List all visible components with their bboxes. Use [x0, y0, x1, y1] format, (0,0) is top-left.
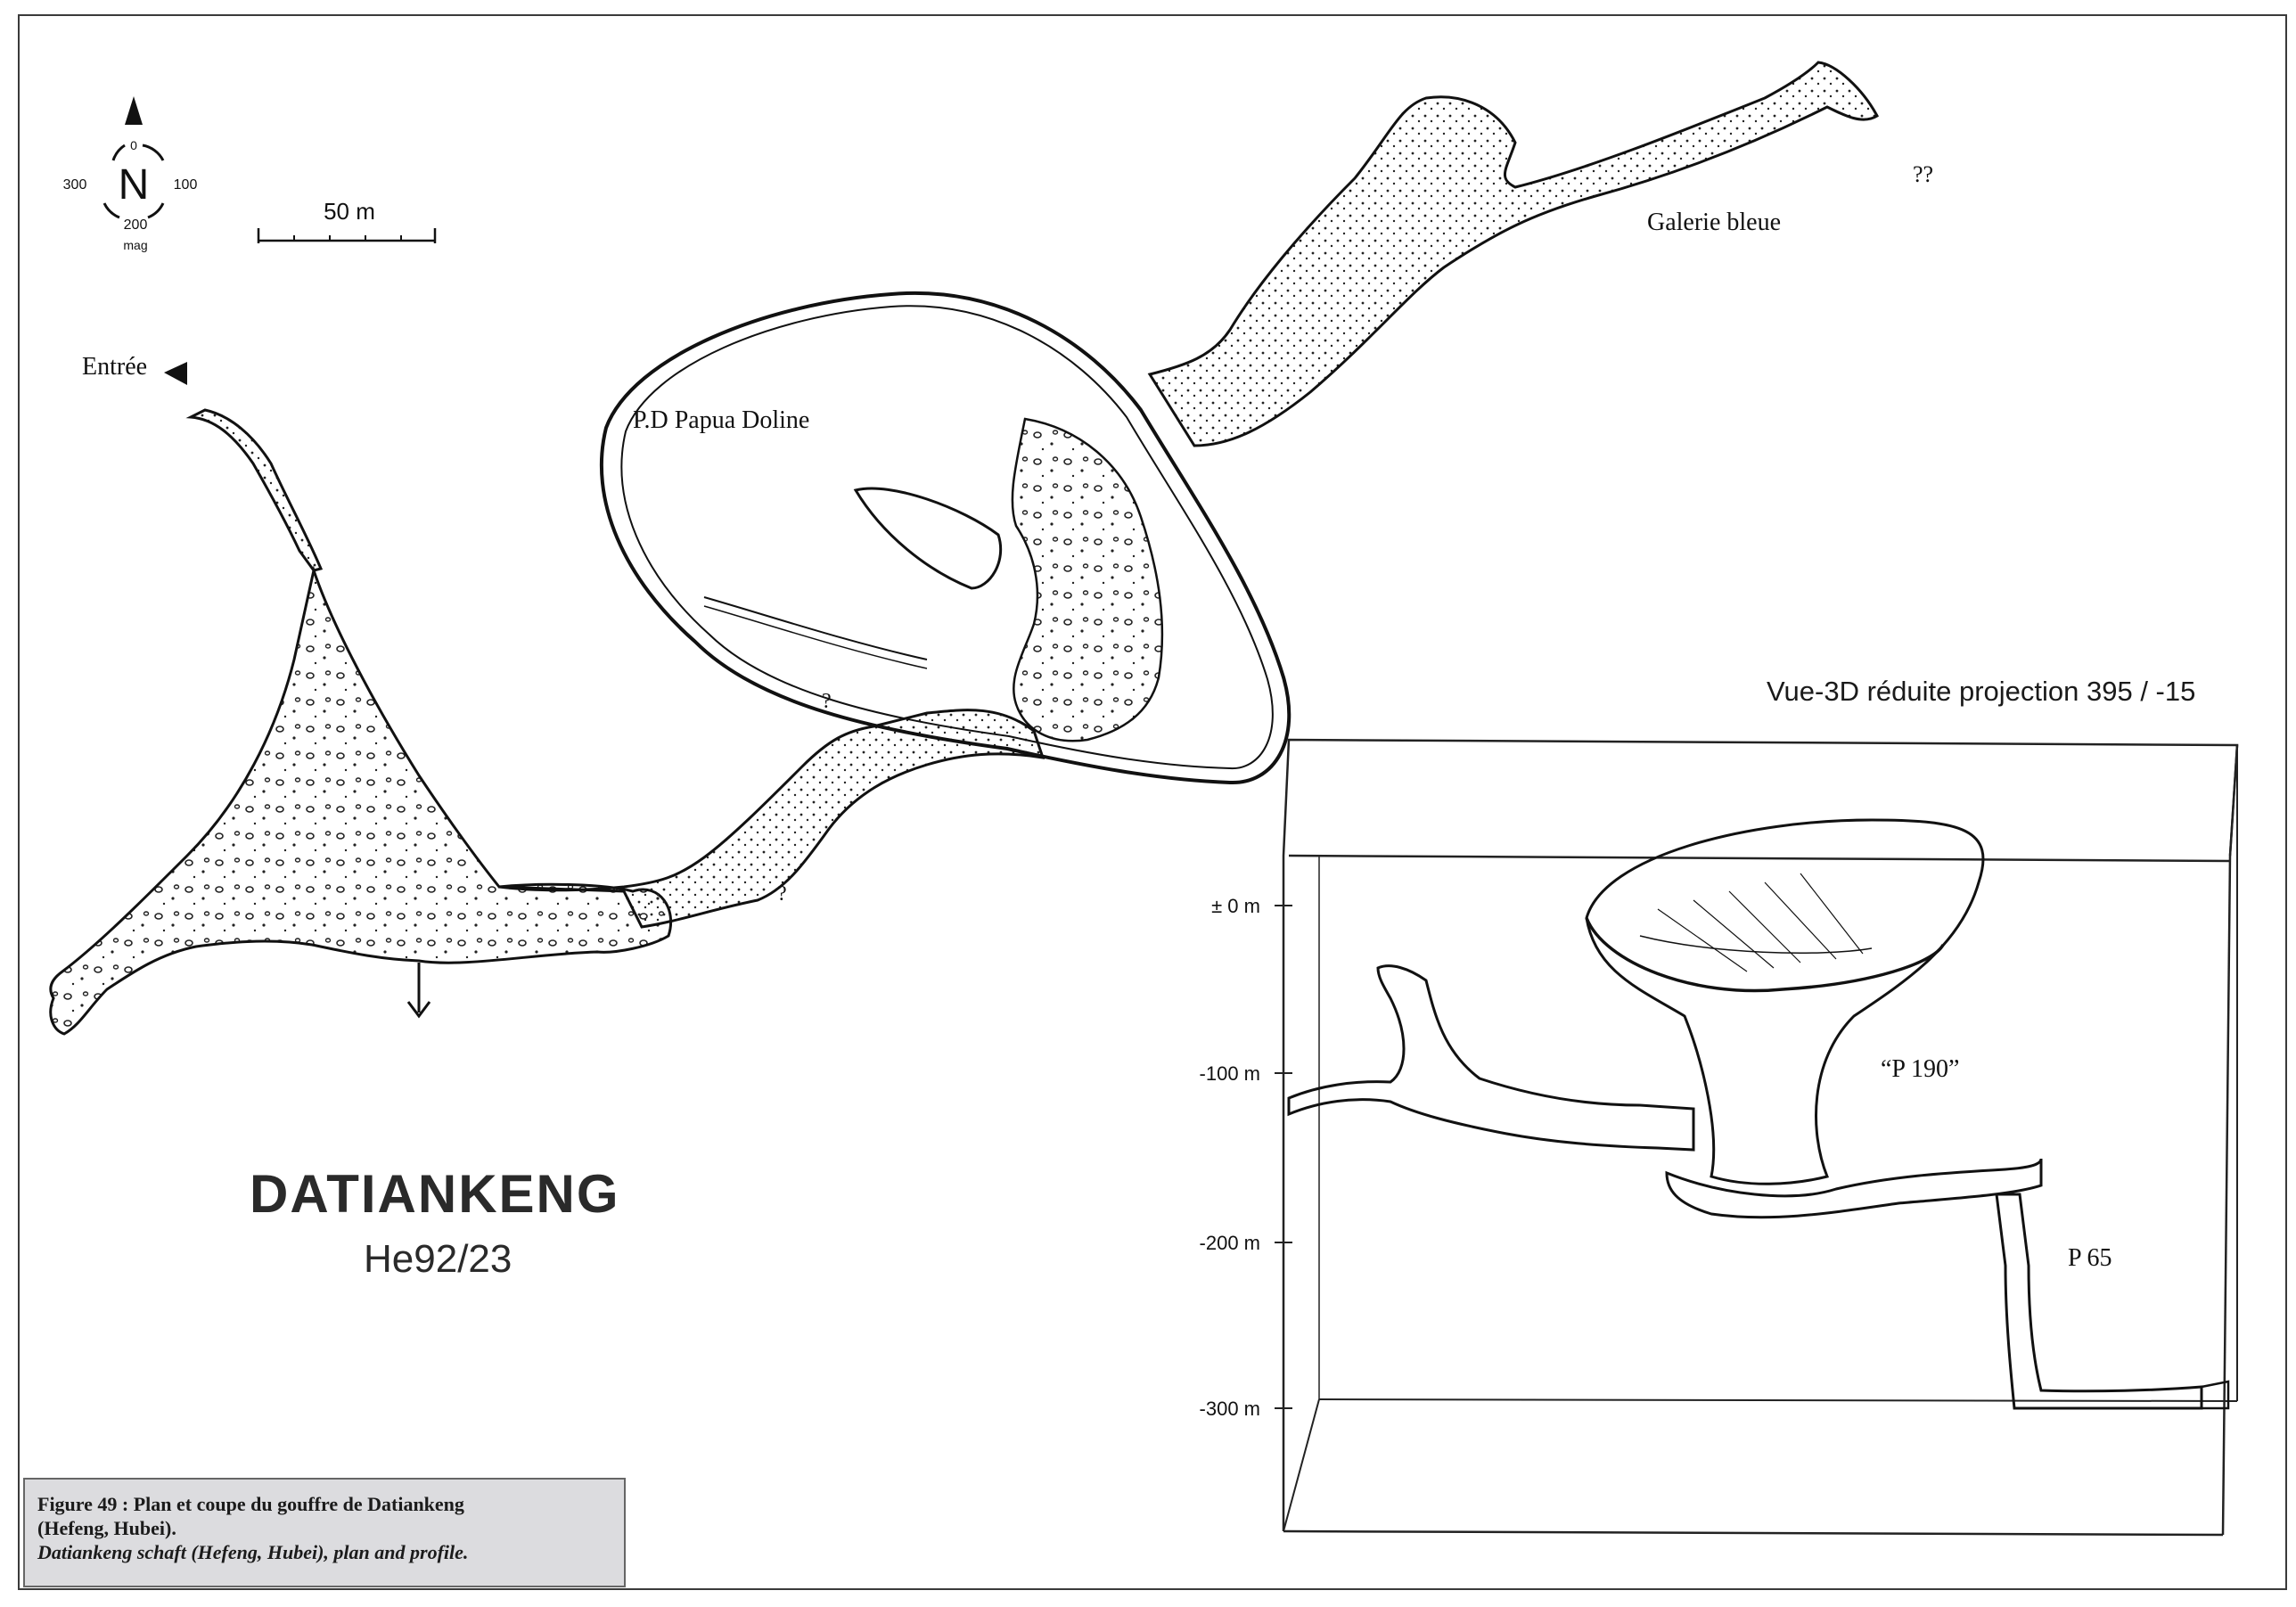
- unknown-continuation-label: ??: [1913, 161, 1933, 187]
- entrance-label: Entrée: [82, 353, 147, 381]
- unknown-lead-label-1: ?: [822, 690, 832, 713]
- entrance-passage: [185, 408, 324, 572]
- cave-title: DATIANKENG: [250, 1164, 620, 1224]
- scale-bar: 50 m: [257, 198, 437, 243]
- map-frame: [18, 14, 2287, 1590]
- doline-floor: [1011, 417, 1164, 742]
- depth-tick-300: -300 m: [1200, 1398, 1260, 1420]
- upper-passage-3d: [1287, 964, 1695, 1152]
- lower-passage-3d: [1665, 1158, 2043, 1219]
- lower-passage: [498, 709, 1046, 929]
- compass-mag-label: mag: [123, 238, 147, 252]
- caption-line-2: (Hefeng, Hubei).: [37, 1517, 176, 1539]
- entrance-arrow-icon: [164, 362, 187, 385]
- galerie-bleue-label: Galerie bleue: [1647, 209, 1781, 236]
- compass-rose: N 0 100 200 300 mag: [63, 96, 198, 252]
- west-chamber: [49, 565, 673, 1036]
- compass-bearing-left: 300: [63, 177, 87, 193]
- depth-tick-100: -100 m: [1200, 1062, 1260, 1085]
- galerie-bleue: [1147, 61, 1879, 447]
- doline-label: P.D Papua Doline: [633, 406, 809, 434]
- scale-bar-label: 50 m: [324, 198, 375, 225]
- doline: P.D Papua Doline: [599, 291, 1292, 785]
- unknown-lead-label-2: ?: [777, 882, 787, 906]
- compass-letter: N: [119, 161, 150, 209]
- p190-label: “P 190”: [1881, 1055, 1959, 1083]
- view3d-cave-model: “P 190” P 65: [1287, 818, 2230, 1410]
- figure-caption: Figure 49 : Plan et coupe du gouffre de …: [23, 1478, 626, 1587]
- north-arrow-icon: [125, 96, 143, 125]
- depth-tick-0: ± 0 m: [1211, 895, 1260, 917]
- p65-label: P 65: [2068, 1244, 2112, 1272]
- caption-line-3: Datiankeng schaft (Hefeng, Hubei), plan …: [37, 1541, 469, 1563]
- view3d-depth-axis: ± 0 m -100 m -200 m -300 m: [1200, 895, 1292, 1420]
- cave-code: He92/23: [364, 1237, 512, 1281]
- compass-bearing-right: 100: [174, 177, 198, 193]
- view3d-title: Vue-3D réduite projection 395 / -15: [1767, 676, 2196, 707]
- drain-arrow-icon: [406, 963, 431, 1019]
- p65-shaft: [1995, 1193, 2203, 1410]
- compass-bearing-bottom: 200: [124, 217, 148, 233]
- doline-outline: [599, 291, 1292, 785]
- p190-shaft: [1585, 818, 1985, 1185]
- view3d-box: [1282, 738, 2239, 1537]
- depth-tick-200: -200 m: [1200, 1232, 1260, 1254]
- entrance-marker: Entrée: [82, 353, 187, 385]
- caption-line-1: Figure 49 : Plan et coupe du gouffre de …: [37, 1493, 464, 1515]
- compass-bearing-top: 0: [130, 138, 137, 152]
